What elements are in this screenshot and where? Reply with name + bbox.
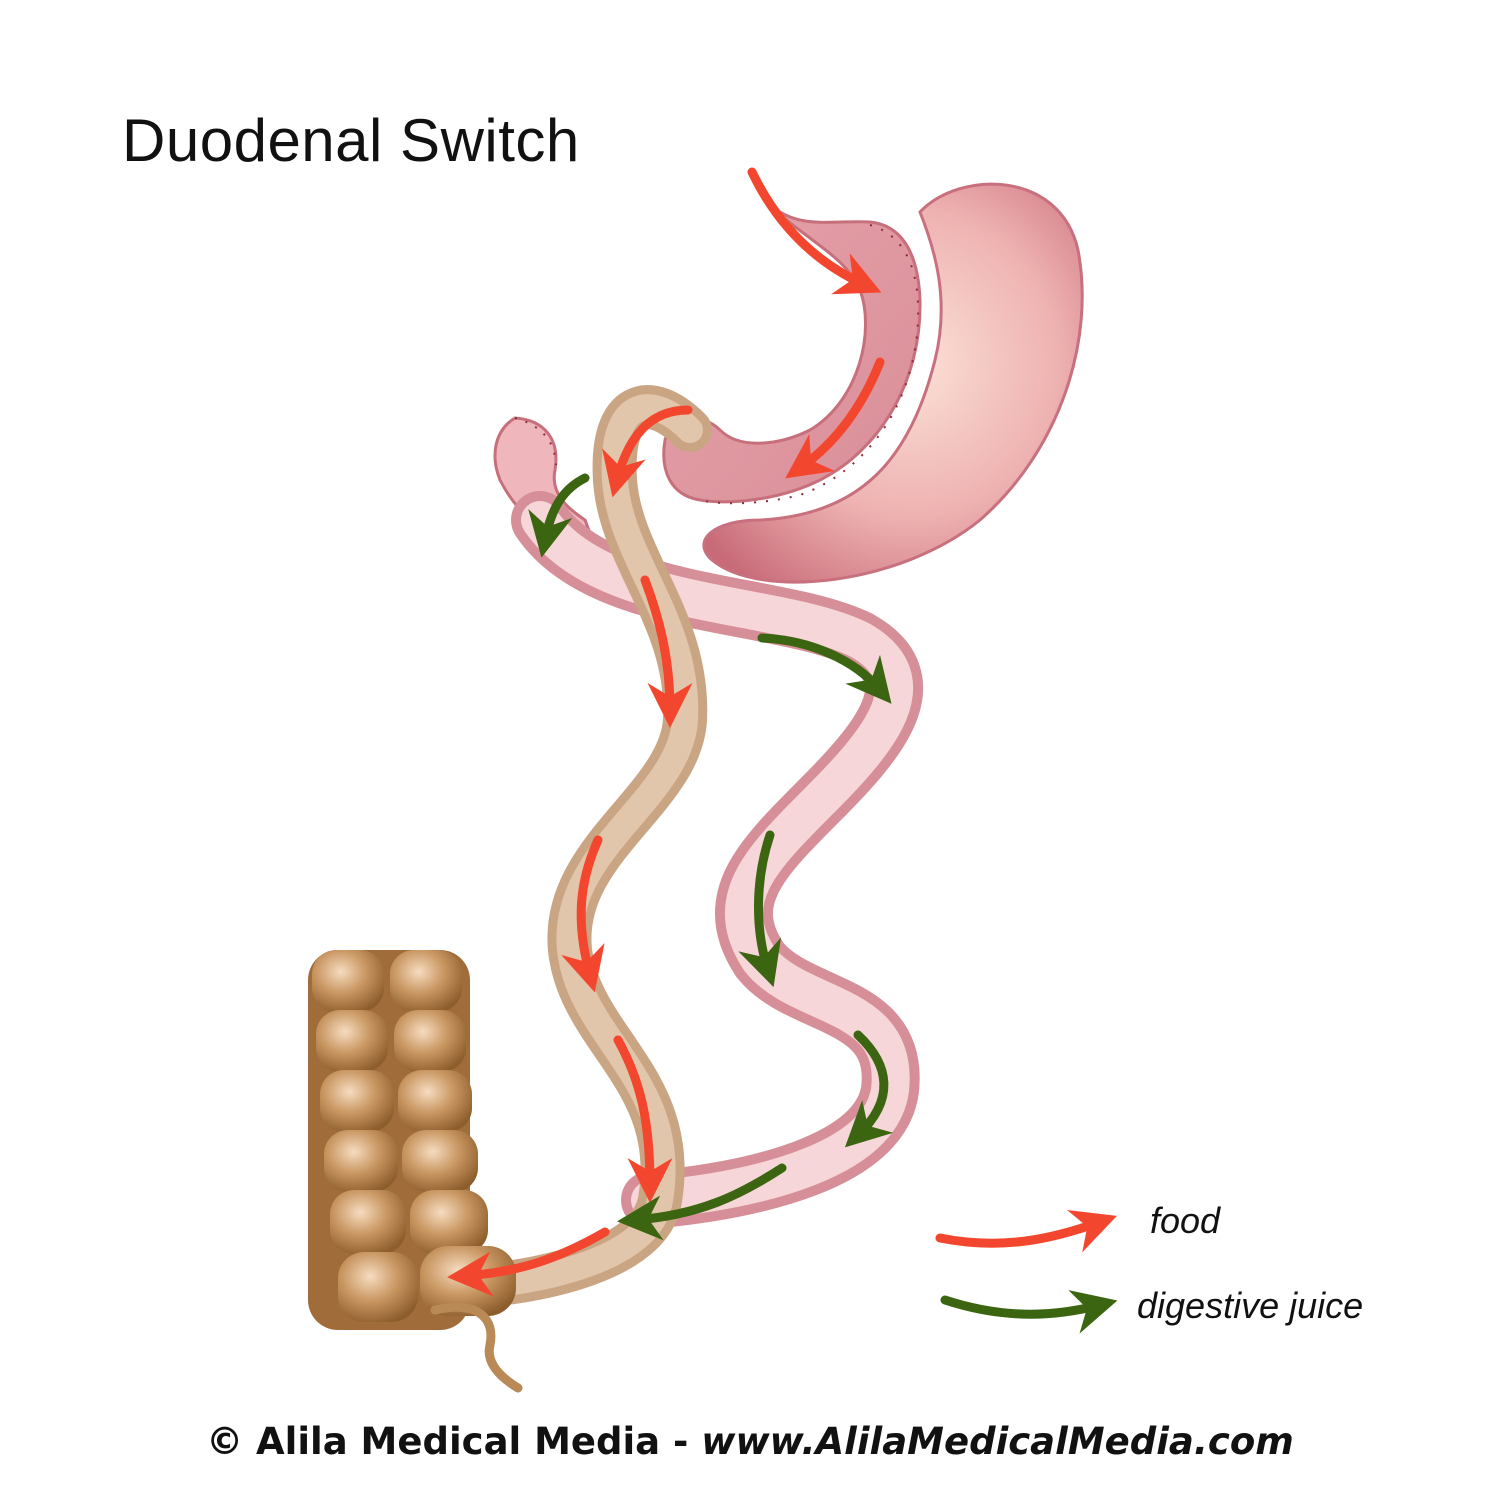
credit-url: www.AlilaMedicalMedia.com <box>701 1420 1294 1463</box>
legend-food-label: food <box>1150 1200 1221 1241</box>
sleeve-stomach <box>662 203 922 505</box>
juice-flow-arrows <box>528 473 894 1241</box>
colon <box>308 950 523 1393</box>
credit-owner: © Alila Medical Media - <box>206 1420 689 1463</box>
food-flow-arrows <box>447 167 885 1297</box>
legend-juice-arrow <box>940 1290 1118 1334</box>
diagram-title: Duodenal Switch <box>122 107 580 174</box>
copyright-credit: © Alila Medical Media - www.AlilaMedical… <box>0 1420 1500 1463</box>
legend-food-arrow <box>935 1209 1117 1253</box>
excised-stomach <box>702 182 1084 584</box>
legend-juice-label: digestive juice <box>1137 1285 1364 1326</box>
